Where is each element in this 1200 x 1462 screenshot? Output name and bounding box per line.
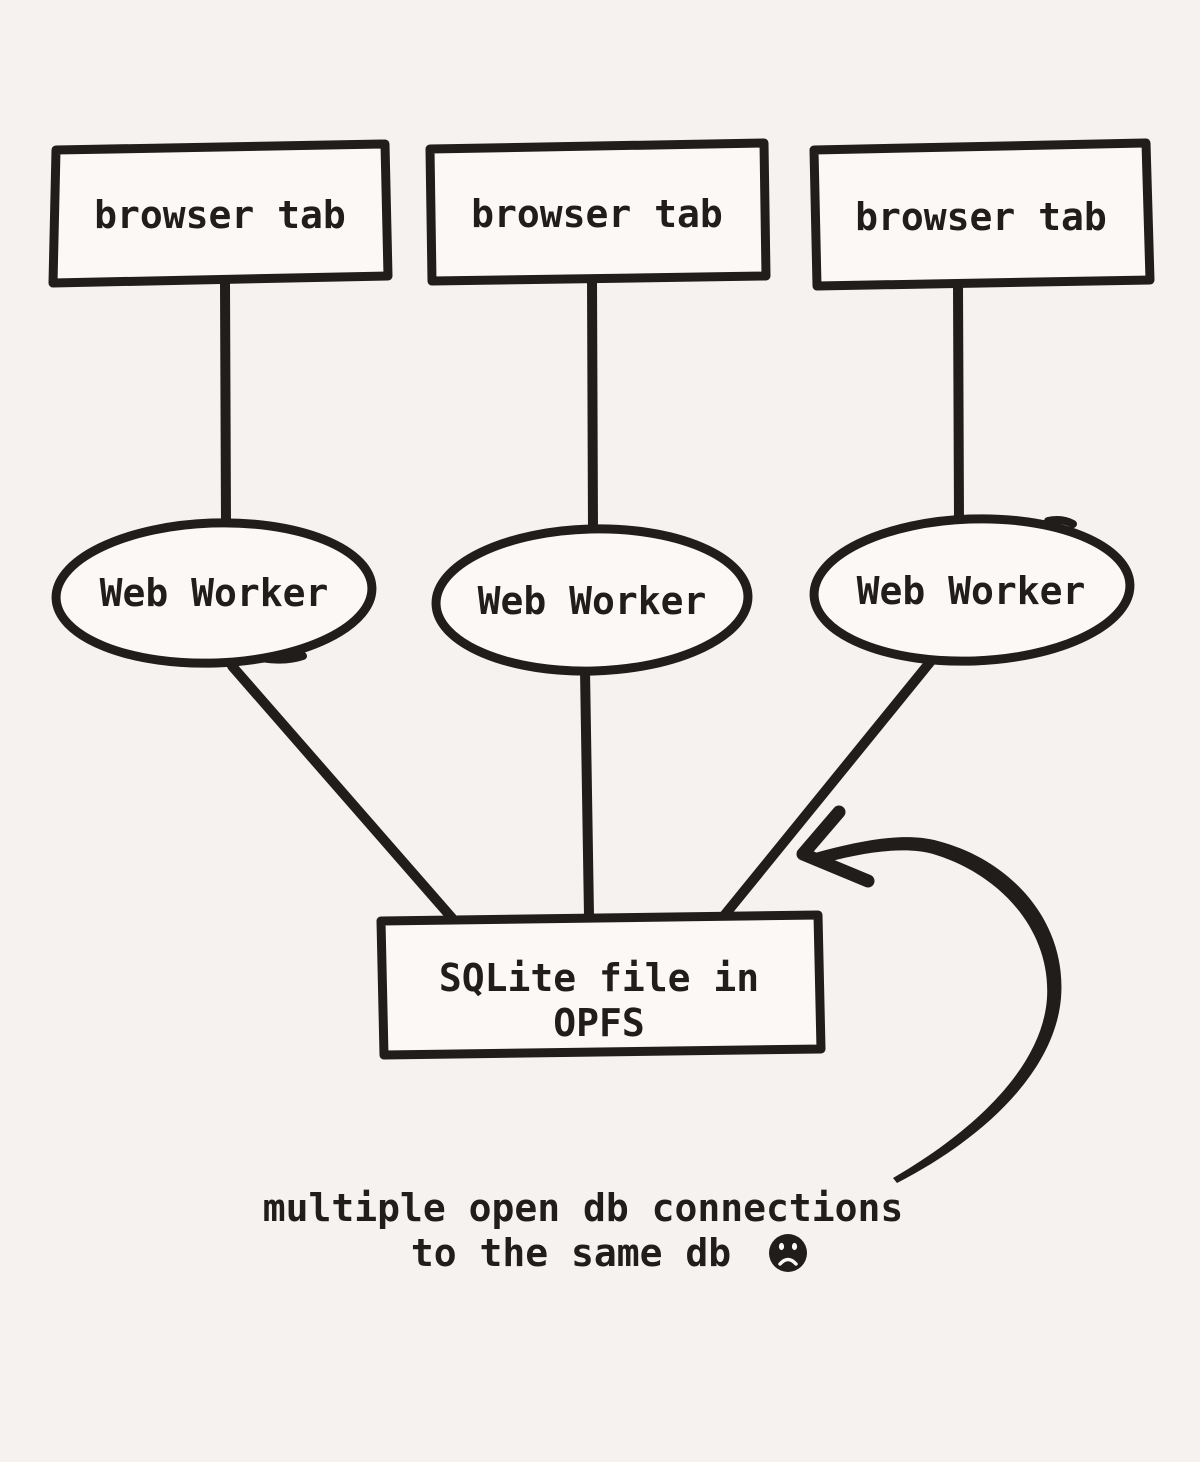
connector-worker3-db <box>718 656 936 922</box>
browser-tab-label-2: browser tab <box>471 192 723 236</box>
browser-tab-node-1: browser tab <box>48 139 393 288</box>
browser-tab-box-3 <box>809 138 1155 291</box>
database-label-line2: OPFS <box>553 1001 645 1045</box>
frowning-face-mouth <box>778 1257 798 1266</box>
connector-tab1-worker1 <box>220 278 231 531</box>
web-worker-label-2: Web Worker <box>478 579 707 623</box>
connector-worker1-db <box>227 661 457 923</box>
caption-line2: to the same db <box>411 1231 731 1275</box>
frowning-face-circle <box>769 1234 807 1272</box>
connector-tab2-worker2 <box>587 274 598 537</box>
caption-line1: multiple open db connections <box>263 1186 904 1230</box>
frowning-face-eye-right <box>791 1242 798 1251</box>
connector-tab3-worker3 <box>953 279 964 526</box>
web-worker-node-2: Web Worker <box>431 524 753 676</box>
web-worker-label-1: Web Worker <box>100 571 329 615</box>
database-label-line1: SQLite file in <box>439 956 759 1000</box>
frowning-face-icon <box>769 1234 807 1272</box>
browser-tab-node-2: browser tab <box>425 138 771 286</box>
web-worker-label-3: Web Worker <box>857 569 1086 613</box>
browser-tab-label-1: browser tab <box>94 193 346 237</box>
sketch-overshoot-1 <box>258 652 307 664</box>
web-worker-ellipse-1 <box>51 518 377 668</box>
browser-tab-box-2 <box>425 138 771 286</box>
caption: multiple open db connections to the same… <box>263 1186 904 1275</box>
browser-tab-node-3: browser tab <box>809 138 1155 291</box>
web-worker-node-1: Web Worker <box>51 518 377 668</box>
browser-tab-box-1 <box>48 139 393 288</box>
curved-arrow-head <box>796 805 875 888</box>
curved-arrow-icon <box>796 805 1062 1183</box>
web-worker-ellipse-3 <box>809 514 1135 666</box>
frowning-face-eye-left <box>778 1242 785 1251</box>
sketch-overshoot-3 <box>1044 516 1077 528</box>
database-node: SQLite file in OPFS <box>376 910 826 1060</box>
web-worker-node-3: Web Worker <box>809 514 1135 666</box>
browser-tab-label-3: browser tab <box>855 195 1107 239</box>
curved-arrow-body <box>815 837 1062 1183</box>
database-box <box>376 910 826 1060</box>
connector-worker2-db <box>580 665 594 921</box>
web-worker-ellipse-2 <box>431 524 753 676</box>
